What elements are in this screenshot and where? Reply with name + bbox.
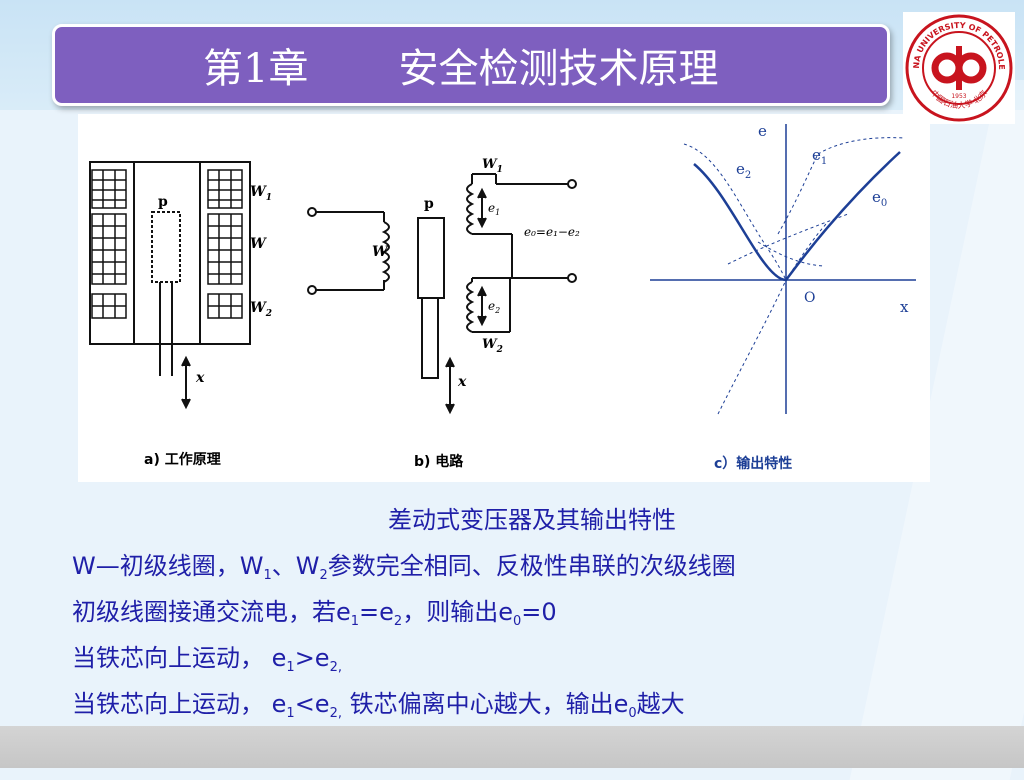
panel-a-w: W [250,236,267,252]
panel-c-e2: e2 [736,160,751,181]
title-bar: 第1章 安全检测技术原理 [52,24,890,106]
panel-a-w2: W2 [250,300,272,319]
body-text: W—初级线圈，W1、W2参数完全相同、反极性串联的次级线圈 初级线圈接通交流电，… [72,548,1012,732]
e2-curve-upper [683,143,787,281]
panel-b-w1: W1 [482,157,503,175]
panel-a-w1: W1 [250,184,272,203]
transformer-figure: p W1 W W2 x a) 工作原理 [78,114,930,482]
panel-c-x-axis: x [900,298,909,316]
e1-curve-mid [777,153,819,235]
panel-b-p: p [424,196,434,212]
panel-b-e1: e1 [488,201,500,217]
panel-b-e2: e2 [488,299,500,315]
panel-c-e0: e0 [872,188,887,209]
panel-b-w: W [372,244,389,260]
slide-title: 安全检测技术原理 [398,46,719,92]
panel-b-w2: W2 [482,337,503,355]
figure-drawing: p W1 W W2 x a) 工作原理 [89,122,916,472]
e1-curve-upper [817,137,905,155]
figure-caption: 差动式变压器及其输出特性 [388,506,676,534]
panel-a-drawing [89,161,251,410]
e1-crossing [727,213,849,265]
e2-curve-lower [717,223,827,415]
panel-c-e-axis: e [758,122,767,140]
panel-a-x: x [195,370,205,386]
panel-c-label: c）输出特性 [714,455,792,472]
winding-grids [91,169,243,319]
panel-b-equation: e₀=e₁−e₂ [524,225,580,239]
panel-b-drawing [307,173,577,415]
line-4: 当铁芯向上运动， e1<e2, 铁芯偏离中心越大，输出e0越大 [72,690,685,721]
line-3: 当铁芯向上运动， e1>e2, [72,644,342,675]
panel-a-label: a) 工作原理 [144,451,221,468]
panel-c-drawing [650,124,916,415]
panel-a-p: p [158,194,168,210]
panel-b-x: x [457,374,467,390]
panel-c-e1: e1 [812,146,827,167]
e2-crossing [757,241,824,267]
panel-c-origin: O [804,290,815,306]
line-2: 初级线圈接通交流电，若e1=e2，则输出e0=0 [72,598,557,629]
chapter-number: 第1章 [203,46,309,92]
logo-year: 1953 [951,93,966,100]
background-bottom-band [0,726,1024,768]
e0-curve [693,151,901,282]
line-1: W—初级线圈，W1、W2参数完全相同、反极性串联的次级线圈 [72,552,736,583]
university-logo: CHINA UNIVERSITY OF PETROLEUM 中国石油大学·北京 … [903,12,1015,124]
panel-b-label: b) 电路 [414,453,464,470]
